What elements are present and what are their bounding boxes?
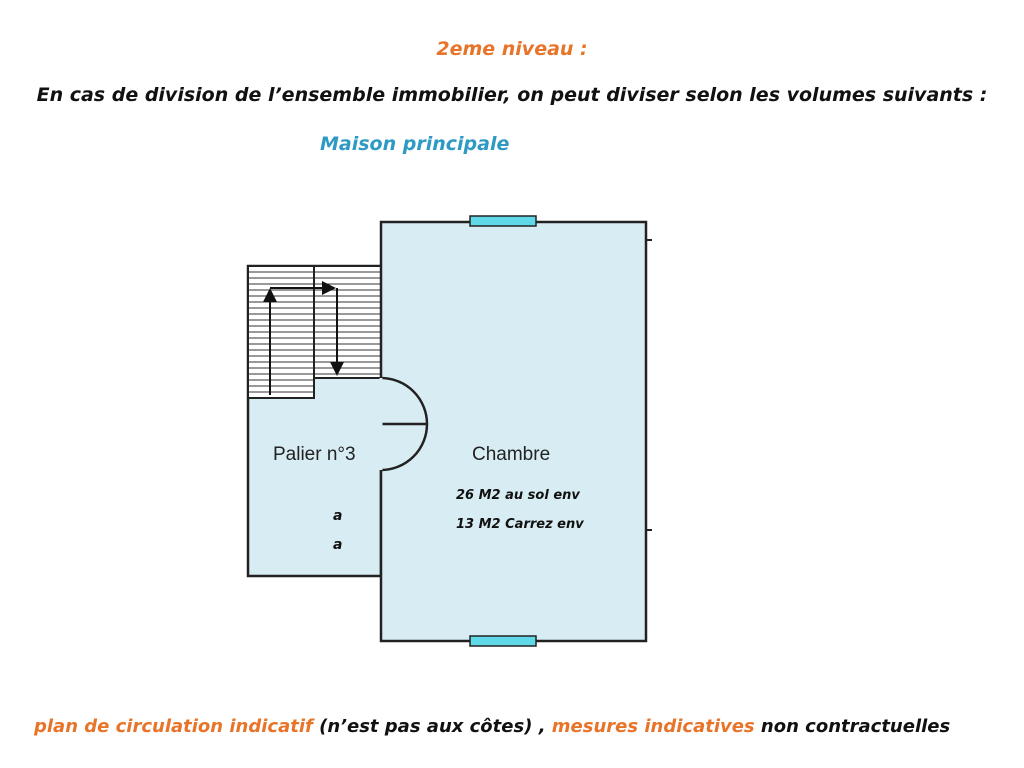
footer-part-plan: plan de circulation indicatif: [34, 716, 313, 737]
footer-note: plan de circulation indicatif (n’est pas…: [34, 716, 950, 737]
stair-up-arrow-icon: [263, 288, 277, 302]
window-top-icon: [469, 215, 537, 227]
staircase: [247, 265, 382, 399]
landing-label: Palier n°3: [273, 444, 356, 465]
footer-part-measures: mesures indicatives: [551, 716, 755, 737]
bedroom-area-floor: 26 M2 au sol env: [456, 488, 580, 503]
bedroom-label: Chambre: [472, 444, 551, 465]
bedroom-area-carrez: 13 M2 Carrez env: [456, 517, 584, 532]
footer-part-contract: non contractuelles: [754, 716, 951, 737]
landing-mark-2: a: [333, 537, 343, 553]
stair-right-arrow-icon: [322, 281, 336, 295]
window-bottom-icon: [469, 635, 537, 647]
footer-part-scale: (n’est pas aux côtes) ,: [312, 716, 552, 737]
intro-text: En cas de division de l’ensemble immobil…: [36, 84, 988, 106]
building-title: Maison principale: [320, 133, 510, 155]
stair-down-arrow-icon: [330, 362, 344, 376]
level-title: 2eme niveau :: [436, 38, 588, 60]
landing-mark-1: a: [333, 508, 343, 524]
